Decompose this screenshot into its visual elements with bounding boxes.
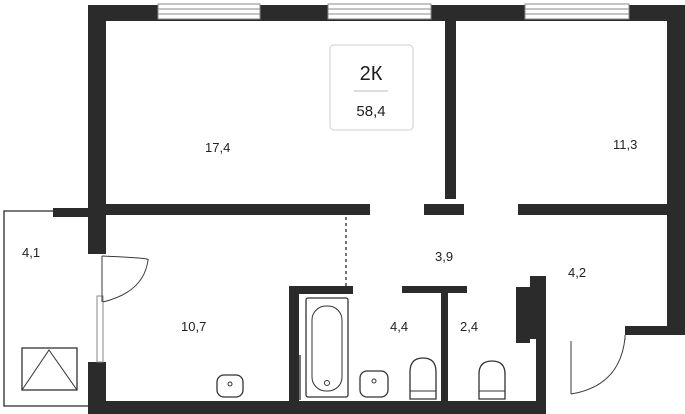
room-area-bathroom: 4,4: [390, 319, 408, 334]
bathroom-toilet-icon: [409, 357, 437, 400]
room-area-hall: 3,9: [435, 249, 453, 264]
wall-bottom: [88, 401, 546, 414]
window-2: [327, 3, 432, 20]
room-area-balcony: 4,1: [22, 245, 40, 260]
wall-mid-stub: [424, 204, 464, 215]
balcony-door-glazing: [96, 295, 104, 363]
room-area-entry: 4,2: [568, 265, 586, 280]
room-area-room-2: 11,3: [613, 137, 637, 152]
windows: [96, 3, 630, 363]
wall-bath-left: [289, 286, 299, 414]
window-3: [524, 3, 630, 20]
window-1: [157, 3, 261, 20]
wall-balcony-top: [53, 208, 106, 217]
wall-right: [667, 5, 685, 331]
thin-lines: [3, 210, 446, 407]
apartment-type: 2К: [360, 63, 383, 85]
wall-entry-left: [516, 287, 530, 343]
apartment-total-area: 58,4: [356, 103, 385, 120]
doors: [101, 255, 626, 395]
area-labels: 17,4 11,3 4,1 10,7 3,9 4,2 4,4 2,4: [22, 137, 637, 334]
wall-entry-bottom: [536, 339, 546, 414]
storage-icon: [21, 347, 78, 391]
wc-toilet-icon: [478, 360, 506, 400]
room-area-kitchen: 10,7: [181, 319, 206, 334]
balcony-outline: [3, 210, 88, 407]
kitchen-sink-icon: [216, 374, 244, 398]
wall-mid-right: [518, 204, 685, 215]
balcony-door-swing: [101, 255, 149, 303]
bathroom-sink-icon: [359, 370, 389, 398]
wall-entry-right-bottom: [625, 326, 685, 335]
wall-bath-top: [289, 286, 353, 294]
entry-door-swing: [570, 337, 626, 395]
wall-left-upper: [88, 5, 106, 217]
wall-kitchen-left-upper: [88, 217, 106, 254]
room-area-room-1: 17,4: [205, 140, 230, 155]
bathtub-icon: [305, 297, 349, 398]
wall-entry-post: [530, 276, 546, 339]
room-area-toilet: 2,4: [460, 319, 478, 334]
wall-bath-toilet-top: [402, 286, 467, 293]
apartment-badge-box: [329, 44, 414, 131]
apartment-badge: 2К 58,4: [329, 44, 414, 131]
fixtures: [21, 297, 506, 400]
wall-between-rooms: [445, 5, 456, 199]
wall-mid-left: [88, 204, 370, 215]
